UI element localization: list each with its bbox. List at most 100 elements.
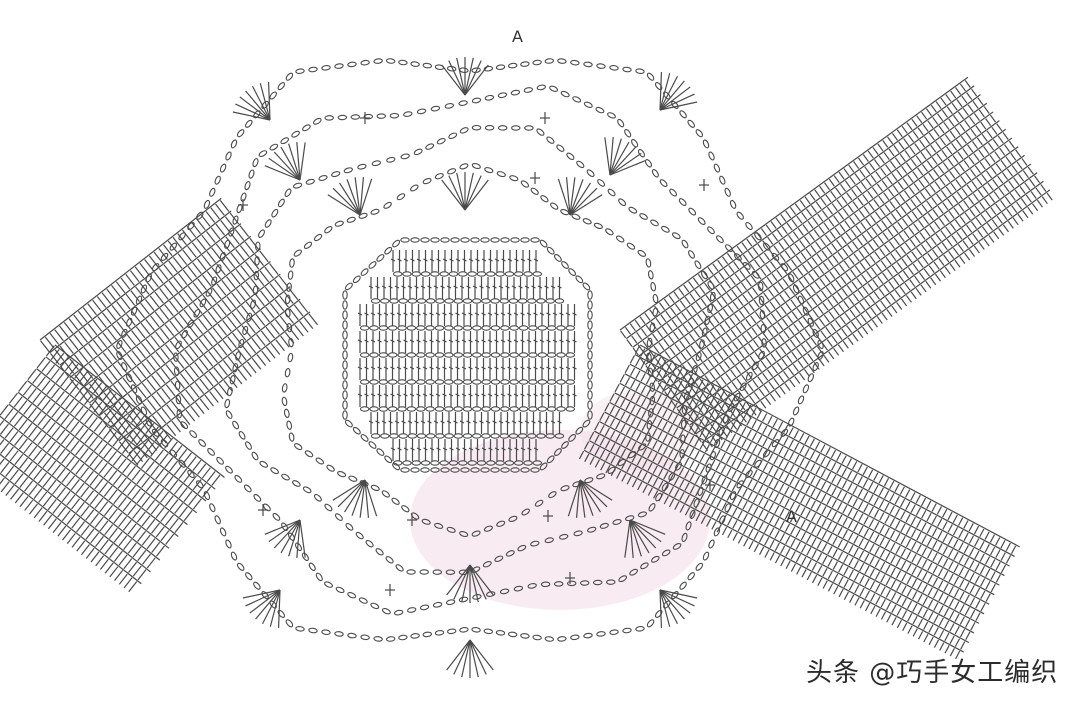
dc-crossbar bbox=[520, 312, 525, 316]
dc-stitch bbox=[812, 217, 819, 226]
dc-crossbar bbox=[446, 420, 452, 424]
dc-stitch bbox=[867, 323, 874, 331]
dc-stitch bbox=[74, 354, 84, 367]
dc-stitch bbox=[98, 443, 108, 455]
chain-stitch bbox=[376, 254, 385, 262]
dc-stitch bbox=[942, 546, 948, 555]
dc-stitch bbox=[185, 389, 195, 402]
dc-stitch bbox=[789, 489, 795, 498]
dc-stitch bbox=[741, 374, 748, 383]
dc-stitch bbox=[47, 518, 57, 530]
dc-stitch bbox=[983, 238, 990, 247]
dc-stitch bbox=[140, 438, 150, 450]
dc-stitch bbox=[827, 558, 833, 567]
dc-stitch bbox=[621, 460, 627, 470]
dc-crossbar bbox=[539, 339, 545, 343]
dc-stitch bbox=[640, 328, 648, 337]
dc-stitch bbox=[683, 420, 689, 429]
dc-crossbar bbox=[449, 258, 454, 262]
dc-stitch bbox=[932, 249, 939, 258]
chain-stitch bbox=[259, 460, 269, 468]
dc-stitch bbox=[32, 430, 42, 442]
dc-stitch bbox=[832, 536, 838, 545]
dc-stitch bbox=[254, 254, 265, 266]
dc-stitch bbox=[69, 383, 79, 395]
dc-stitch bbox=[792, 271, 799, 280]
dc-stitch bbox=[636, 444, 642, 454]
dc-stitch bbox=[255, 294, 265, 306]
dc-crossbar bbox=[453, 420, 458, 424]
dc-stitch bbox=[168, 441, 178, 453]
dc-crossbar bbox=[435, 393, 441, 397]
dc-stitch bbox=[705, 481, 711, 490]
dc-crossbar bbox=[375, 420, 380, 424]
dc-stitch bbox=[1020, 198, 1027, 206]
dc-stitch bbox=[727, 517, 733, 526]
chain-stitch bbox=[419, 569, 429, 575]
dc-stitch bbox=[55, 352, 65, 364]
dc-stitch bbox=[748, 540, 754, 550]
dc-stitch bbox=[584, 453, 590, 462]
dc-stitch bbox=[678, 467, 685, 476]
dc-stitch bbox=[873, 199, 880, 208]
dc-stitch bbox=[769, 539, 775, 549]
dc-stitch bbox=[667, 424, 673, 433]
dc-stitch bbox=[688, 333, 696, 342]
dc-stitch bbox=[140, 419, 150, 431]
dc-stitch bbox=[24, 499, 34, 511]
dc-stitch bbox=[967, 104, 974, 113]
dc-stitch bbox=[236, 328, 247, 341]
chain-stitch bbox=[513, 460, 524, 466]
dc-stitch bbox=[857, 463, 863, 473]
dc-crossbar bbox=[357, 312, 363, 316]
dc-stitch bbox=[150, 315, 160, 328]
chain-stitch bbox=[365, 540, 374, 548]
dc-stitch bbox=[137, 569, 147, 581]
chain-stitch bbox=[500, 237, 510, 243]
dc-stitch bbox=[38, 472, 47, 484]
dc-stitch bbox=[847, 337, 854, 346]
dc-stitch bbox=[857, 197, 864, 206]
dc-stitch bbox=[629, 367, 636, 376]
chain-stitch bbox=[496, 171, 506, 178]
dc-stitch bbox=[201, 234, 211, 247]
dc-stitch bbox=[647, 337, 654, 345]
dc-stitch bbox=[635, 357, 641, 367]
dc-crossbar bbox=[546, 393, 551, 397]
chain-stitch bbox=[225, 410, 233, 419]
chain-stitch bbox=[651, 169, 659, 178]
dc-stitch bbox=[647, 462, 653, 472]
dc-stitch bbox=[777, 322, 784, 330]
dc-stitch bbox=[848, 532, 854, 541]
dc-stitch bbox=[245, 261, 255, 274]
dc-stitch bbox=[841, 328, 848, 337]
dc-stitch bbox=[697, 314, 704, 322]
dc-stitch bbox=[211, 247, 221, 260]
dc-stitch bbox=[178, 293, 189, 306]
chain-stitch bbox=[421, 518, 431, 525]
dc-stitch bbox=[869, 580, 876, 590]
dc-stitch bbox=[893, 237, 900, 246]
dc-stitch bbox=[720, 376, 727, 385]
chain-stitch bbox=[410, 61, 420, 67]
dc-stitch bbox=[874, 251, 881, 260]
dc-stitch bbox=[926, 525, 932, 534]
dc-stitch bbox=[843, 168, 850, 176]
chain-stitch bbox=[494, 555, 504, 563]
chain-stitch bbox=[448, 132, 458, 140]
dc-stitch bbox=[831, 243, 838, 252]
dc-stitch bbox=[816, 293, 823, 302]
dc-stitch bbox=[931, 197, 938, 205]
dc-crossbar bbox=[383, 393, 389, 397]
dc-stitch bbox=[178, 487, 188, 499]
fan-stitch bbox=[469, 564, 494, 596]
dc-stitch bbox=[802, 224, 809, 233]
dc-stitch bbox=[810, 500, 816, 509]
dc-stitch bbox=[179, 333, 189, 346]
dc-stitch bbox=[142, 553, 151, 565]
chain-stitch bbox=[381, 607, 391, 615]
dc-stitch bbox=[986, 170, 993, 179]
chain-stitch bbox=[262, 503, 271, 512]
dc-stitch bbox=[936, 506, 943, 515]
fan-stitch bbox=[245, 589, 281, 607]
